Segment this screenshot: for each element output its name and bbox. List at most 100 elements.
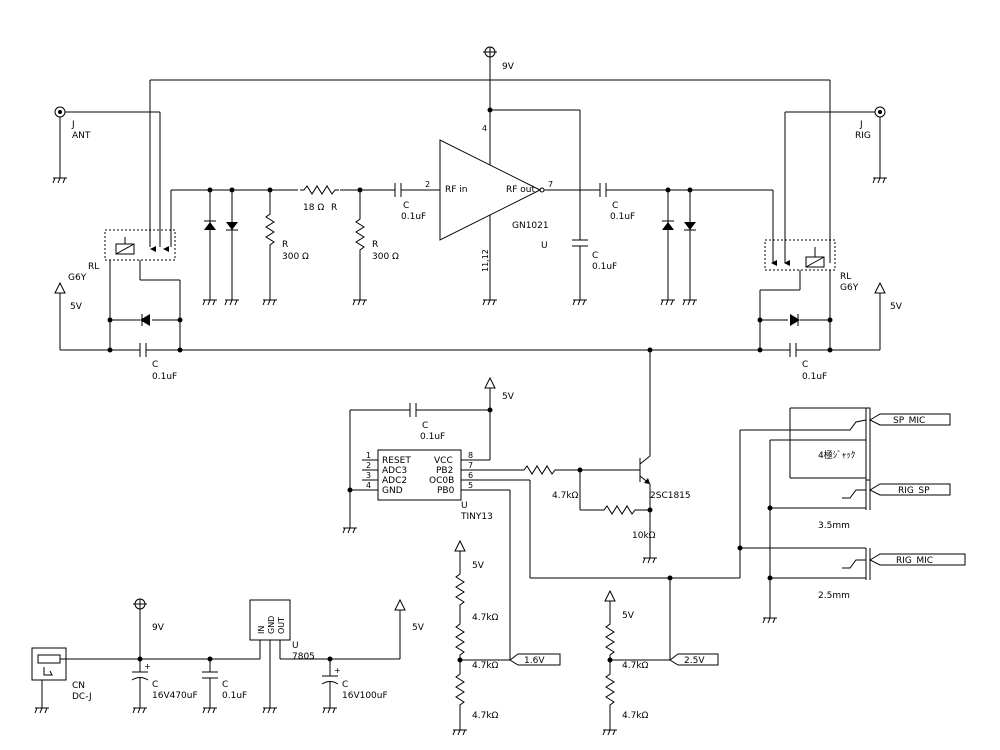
cn-label: CN (72, 681, 85, 691)
c1-label: C (152, 680, 158, 690)
div2-5v: 5V (622, 611, 635, 621)
r1-label: R (282, 240, 288, 250)
mcu-cap-label: C (422, 421, 428, 431)
mcu-pin-3: 3 (366, 471, 371, 480)
mcu-pin-adc2: ADC2 (382, 476, 407, 486)
c3-val: 16V100uF (342, 691, 388, 701)
label-5v-mcu: 5V (502, 392, 515, 402)
c2-label: C (222, 680, 228, 690)
mcu-pin-1: 1 (366, 451, 371, 460)
amp-name: GN1021 (512, 221, 549, 231)
cap-left-val: 0.1uF (152, 372, 177, 382)
r1-val: 300 Ω (282, 252, 309, 262)
rf-section: 9V 4 J ANT J RIG (52, 46, 903, 382)
label-1v6: 1.6V (524, 656, 545, 666)
cap-right-val: 0.1uF (802, 372, 827, 382)
c3-label: C (342, 680, 348, 690)
jack-note: 4極ｼﾞｬｯｸ (818, 449, 855, 461)
rig-name-label: RIG (855, 131, 871, 141)
mcu-cap-val: 0.1uF (420, 432, 445, 442)
jack-sp-mic-label: SP_MIC (893, 416, 925, 426)
cap-right-label: C (802, 360, 808, 370)
mcu-pin-reset: RESET (382, 456, 411, 466)
divider-1v6: 5V 1.6V 4.7kΩ 4.7kΩ 4.7kΩ (452, 540, 561, 736)
relay-left (104, 229, 176, 261)
pin-2-label: 2 (425, 180, 430, 189)
reg-name: 7805 (292, 652, 315, 662)
mcu-section: 5V C 0.1uF 1 2 3 4 RESET ADC3 ADC2 GND 8… (342, 350, 740, 660)
r18-label: R (331, 203, 337, 213)
r2-val: 300 Ω (372, 252, 399, 262)
power-section: CN DC-J 9V + C 16V470uF C 0.1uF IN GND O… (31, 598, 425, 714)
mcu-pin-oc0b: OC0B (429, 476, 454, 486)
output-limiter-diodes (660, 187, 698, 306)
ant-j-label: J (71, 120, 75, 130)
r-base-val: 4.7kΩ (552, 491, 579, 501)
reg-pin-in: IN (257, 626, 266, 634)
mcu-pin-7: 7 (468, 461, 473, 470)
transistor-label: 2SC1815 (650, 491, 691, 501)
div1-5v: 5V (472, 561, 485, 571)
amp-u-label: U (541, 241, 548, 251)
c1-val: 16V470uF (152, 691, 198, 701)
reg-u-label: U (292, 641, 299, 651)
pin-4-label: 4 (482, 124, 487, 133)
g6y-left-label: G6Y (68, 273, 87, 283)
div1-r1: 4.7kΩ (472, 613, 499, 623)
jack-rig-mic-label: RIG_MIC (896, 556, 933, 566)
divider-2v5: 5V 2.5V 4.7kΩ 4.7kΩ (602, 590, 719, 736)
c1-plus: + (144, 662, 151, 671)
power-9v-label: 9V (152, 623, 165, 633)
c3-plus: + (334, 666, 341, 675)
pin-1112-label: 11,12 (481, 249, 490, 272)
power-5v-label: 5V (412, 623, 425, 633)
rf-in-label: RF in (445, 185, 468, 195)
mcu-chip (377, 449, 462, 501)
reg-pin-out: OUT (277, 617, 286, 634)
r-pulldown-val: 10kΩ (632, 531, 656, 541)
mcu-pin-5: 5 (468, 481, 473, 490)
mcu-pin-adc3: ADC3 (382, 466, 407, 476)
label-9v-top: 9V (502, 62, 515, 72)
input-limiter-diodes (202, 187, 240, 306)
rf-out-label: RF out (506, 185, 536, 195)
dcj-label: DC-J (72, 692, 92, 702)
c-in-label: C (403, 201, 409, 211)
div2-r1: 4.7kΩ (622, 661, 649, 671)
mcu-pin-pb2: PB2 (436, 466, 453, 476)
mcu-pin-gnd: GND (382, 486, 403, 496)
reg-pin-gnd: GND (267, 616, 276, 634)
ant-name-label: ANT (72, 131, 91, 141)
mcu-u-label: U (461, 501, 468, 511)
label-5v-right: 5V (890, 302, 903, 312)
c-out-val: 0.1uF (610, 212, 635, 222)
jack-size-25: 2.5mm (818, 591, 850, 601)
div1-r3: 4.7kΩ (472, 711, 499, 721)
transistor-2sc1815 (639, 350, 658, 564)
dc-jack (31, 647, 67, 681)
relay-right (764, 239, 836, 271)
pin-7-label: 7 (548, 180, 553, 189)
mcu-pin-8: 8 (468, 451, 473, 460)
c-in-val: 0.1uF (401, 212, 426, 222)
vcc-9v-symbol (482, 46, 498, 59)
mcu-pin-pb0: PB0 (437, 486, 455, 496)
g6y-right-label: G6Y (840, 283, 859, 293)
mcu-name: TINY13 (460, 512, 493, 522)
mcu-pin-4: 4 (366, 481, 371, 490)
jack-size-35: 3.5mm (818, 521, 850, 531)
c-out-label: C (612, 201, 618, 211)
c-bypass-val: 0.1uF (592, 262, 617, 272)
mcu-pin-6: 6 (468, 471, 473, 480)
rig-j-label: J (859, 120, 863, 130)
mcu-pin-vcc: VCC (434, 456, 453, 466)
jack-rig-sp-label: RIG_SP (898, 486, 930, 496)
r18-val: 18 Ω (303, 203, 324, 213)
c-bypass-label: C (592, 251, 598, 261)
rl-left-label: RL (88, 262, 99, 272)
c2-val: 0.1uF (222, 691, 247, 701)
rl-right-label: RL (840, 272, 851, 282)
r2-label: R (372, 240, 378, 250)
